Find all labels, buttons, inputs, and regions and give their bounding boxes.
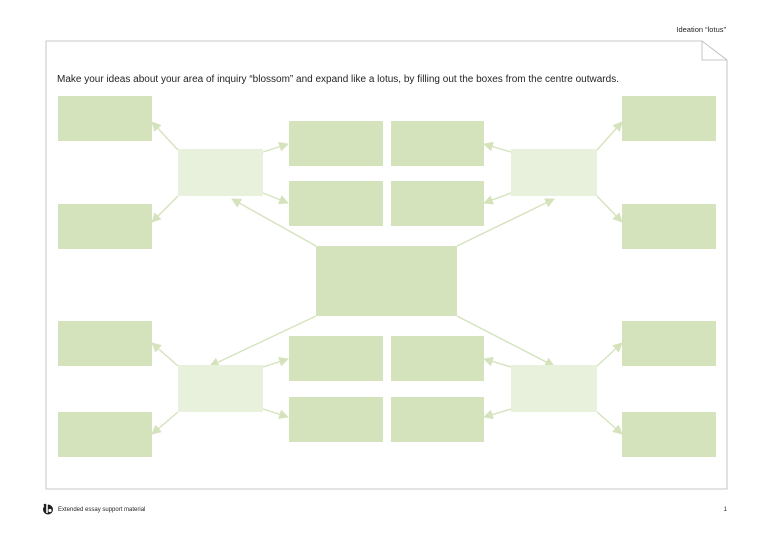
inner-box-top-3[interactable] [289, 181, 383, 226]
sub-centre-box-top-left[interactable] [178, 149, 263, 196]
inner-box-bottom-1[interactable] [289, 336, 383, 381]
inner-box-bottom-3[interactable] [289, 397, 383, 442]
outer-box-bottom-left-2[interactable] [58, 412, 152, 457]
inner-box-bottom-2[interactable] [391, 336, 484, 381]
outer-box-top-right-1[interactable] [622, 96, 716, 141]
sub-centre-box-bottom-right[interactable] [511, 365, 597, 412]
sub-centre-box-bottom-left[interactable] [178, 365, 263, 412]
instructions-text: Make your ideas about your area of inqui… [57, 74, 619, 85]
ib-logo-icon [43, 503, 53, 515]
footer-text: Extended essay support material [58, 507, 146, 513]
page-header-title: Ideation “lotus” [676, 25, 726, 34]
inner-box-bottom-4[interactable] [391, 397, 484, 442]
sub-centre-box-top-right[interactable] [511, 149, 597, 196]
page-number: 1 [723, 507, 727, 513]
outer-box-bottom-right-1[interactable] [622, 321, 716, 366]
inner-box-top-2[interactable] [391, 121, 484, 166]
outer-box-top-left-2[interactable] [58, 204, 152, 249]
outer-box-bottom-right-2[interactable] [622, 412, 716, 457]
outer-box-bottom-left-1[interactable] [58, 321, 152, 366]
centre-box[interactable] [316, 246, 457, 316]
outer-box-top-right-2[interactable] [622, 204, 716, 249]
inner-box-top-4[interactable] [391, 181, 484, 226]
inner-box-top-1[interactable] [289, 121, 383, 166]
outer-box-top-left-1[interactable] [58, 96, 152, 141]
